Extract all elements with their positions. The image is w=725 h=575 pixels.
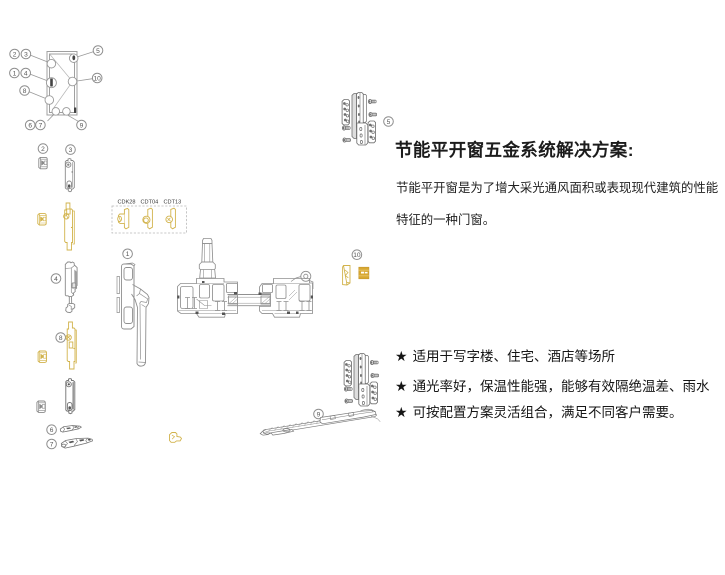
svg-text:8: 8 [59, 335, 63, 342]
svg-text:4: 4 [24, 70, 28, 77]
svg-text:1: 1 [13, 70, 17, 77]
svg-text:2: 2 [41, 146, 45, 153]
svg-text:10: 10 [353, 252, 361, 259]
svg-text:2: 2 [13, 51, 17, 58]
svg-text:10: 10 [94, 75, 102, 82]
svg-text:CDT04: CDT04 [141, 200, 159, 206]
svg-text:8: 8 [23, 88, 27, 95]
svg-text:3: 3 [69, 147, 73, 154]
svg-text:CDK28: CDK28 [118, 200, 136, 206]
svg-text:5: 5 [96, 48, 100, 55]
svg-text:CDT13: CDT13 [164, 200, 182, 206]
svg-text:3: 3 [24, 51, 28, 58]
svg-text:9: 9 [317, 411, 321, 418]
svg-text:6: 6 [50, 427, 54, 434]
svg-text:6: 6 [28, 122, 32, 129]
svg-text:4: 4 [54, 276, 58, 283]
svg-text:9: 9 [80, 122, 84, 129]
svg-text:5: 5 [387, 119, 391, 126]
svg-text:1: 1 [126, 251, 130, 258]
svg-text:7: 7 [39, 122, 43, 129]
svg-text:7: 7 [50, 441, 54, 448]
